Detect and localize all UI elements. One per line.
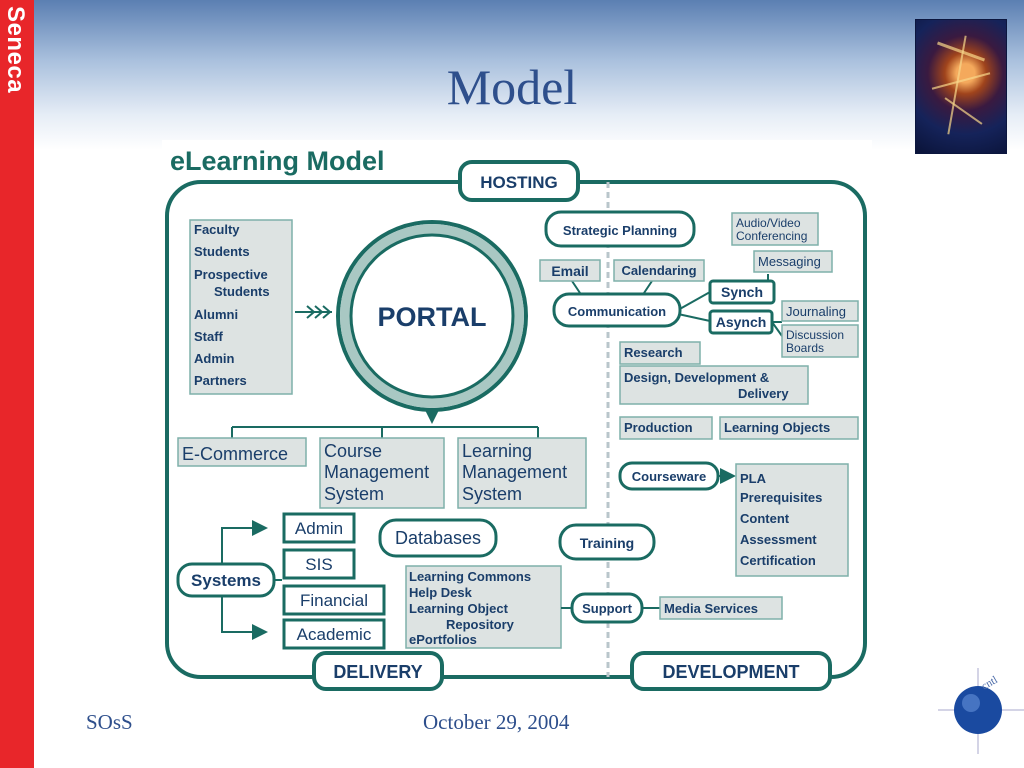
cyber-head-image [915,19,1007,154]
users-item: Admin [194,351,235,366]
courseware-item: Prerequisites [740,490,822,505]
media-services-box [659,596,783,620]
portal-ring [340,224,524,408]
databases-box [378,518,498,558]
users-item: Prospective [194,267,268,282]
production-box [619,416,713,440]
support-item: Learning Commons [409,569,531,584]
globe-logo: cntl [938,668,1024,754]
discussion-boards-label: Boards [786,341,824,355]
courseware-item: Content [740,511,790,526]
production-label: Production [624,420,693,435]
elearning-model-diagram: eLearning Model HOSTING DELIVERY DEVELOP… [162,140,872,700]
system-item-label: Academic [297,625,372,644]
lms-label: Management [462,462,567,482]
systems-lines [221,520,282,640]
users-item: Partners [194,373,247,388]
synch-box [708,279,776,305]
system-item-box [282,512,356,544]
development-box [630,651,832,691]
av-conferencing-label: Conferencing [736,229,807,243]
system-item-box [282,584,386,616]
calendaring-box [613,259,705,282]
portal-circle [349,233,515,399]
system-item-label: SIS [305,555,332,574]
messaging-box [753,250,833,273]
users-box [189,219,293,395]
training-box [558,523,656,561]
lms-label: System [462,484,522,504]
system-item-label: Admin [295,519,343,538]
system-item-label: Financial [300,591,368,610]
hosting-box [458,160,580,202]
design-dev-label: Delivery [738,386,789,401]
delivery-label: DELIVERY [333,662,422,682]
cms-box [319,437,445,509]
cms-label: Course [324,441,382,461]
courseware-item: Certification [740,553,816,568]
design-dev-label: Design, Development & [624,370,769,385]
communication-box [552,292,682,328]
research-box [619,341,701,365]
training-label: Training [580,535,634,551]
discussion-boards-label: Discussion [786,328,844,342]
support-label: Support [582,601,632,616]
hosting-label: HOSTING [480,173,557,192]
users-item: Students [194,244,250,259]
users-item: Faculty [194,222,240,237]
ecommerce-label: E-Commerce [182,444,288,464]
synch-label: Synch [721,284,763,300]
strategic-planning-box [544,210,696,248]
email-box [539,259,601,282]
research-label: Research [624,345,683,360]
databases-label: Databases [395,528,481,548]
calendaring-label: Calendaring [621,263,696,278]
footer-date: October 29, 2004 [423,710,570,734]
support-box [570,592,644,624]
users-item: Students [214,284,270,299]
media-services-label: Media Services [664,601,758,616]
users-arrow [295,305,332,319]
messaging-label: Messaging [758,254,821,269]
support-item: Learning Object [409,601,509,616]
design-dev-box [619,365,809,405]
lms-label: Learning [462,441,532,461]
communication-label: Communication [568,304,666,319]
development-label: DEVELOPMENT [662,662,799,682]
av-conferencing-box [731,212,819,246]
portal-label: PORTAL [378,302,487,332]
diagram-title: eLearning Model [170,146,385,176]
brand-sidebar: Seneca [0,0,34,768]
courseware-label: Courseware [632,469,706,484]
users-item: Alumni [194,307,238,322]
users-item: Staff [194,329,224,344]
strategic-planning-label: Strategic Planning [563,223,677,238]
learning-objects-label: Learning Objects [724,420,830,435]
delivery-box [312,651,444,691]
support-item: Help Desk [409,585,473,600]
courseware-items-box [735,463,849,577]
discussion-boards-box [781,324,859,358]
system-item-box [282,548,356,580]
systems-label: Systems [191,571,261,590]
slide-title: Model [446,59,578,115]
cms-label: Management [324,462,429,482]
asynch-box [708,309,774,335]
email-label: Email [551,263,588,279]
av-conferencing-label: Audio/Video [736,216,801,230]
cms-label: System [324,484,384,504]
journaling-box [781,300,859,322]
footer-left: SOsS [86,710,133,734]
courseware-item: Assessment [740,532,817,547]
courseware-item: PLA [740,471,767,486]
portal-branch-lines [231,408,539,438]
ecommerce-box [177,437,307,467]
learning-objects-box [719,416,859,440]
support-item: Repository [446,617,515,632]
system-item-box [282,618,386,650]
lms-box [457,437,587,509]
asynch-label: Asynch [716,314,767,330]
support-item: ePortfolios [409,632,477,647]
journaling-label: Journaling [786,304,846,319]
